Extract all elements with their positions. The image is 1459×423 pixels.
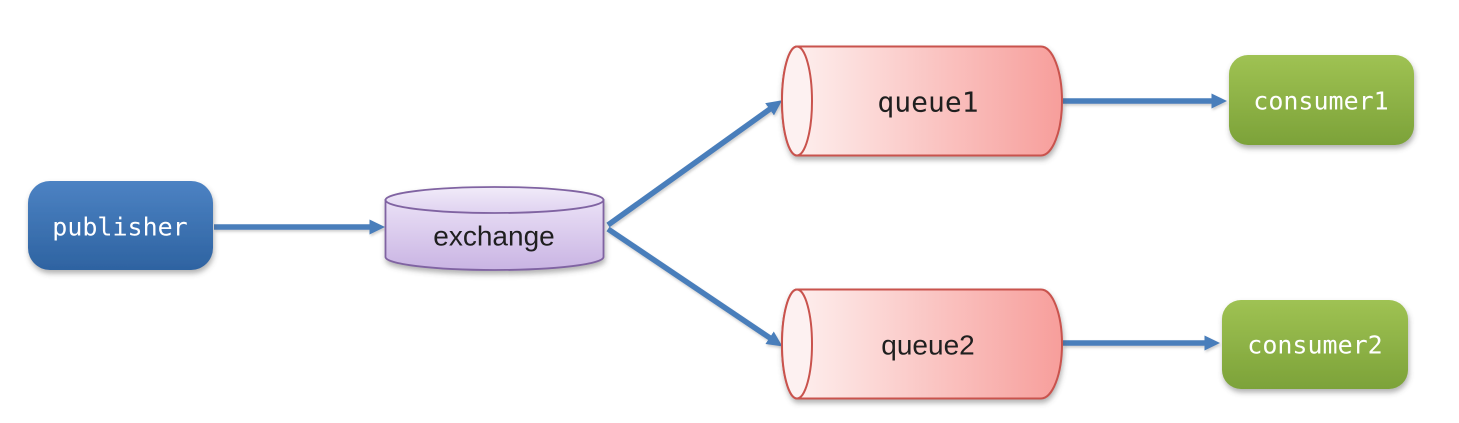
consumer2-box xyxy=(1222,300,1408,389)
edge-exchange-to-queue2 xyxy=(606,226,783,347)
consumer1-box xyxy=(1229,55,1414,145)
consumer2-label: consumer2 xyxy=(1247,331,1382,360)
publisher-label: publisher xyxy=(52,213,187,242)
node-consumer1: consumer1 xyxy=(1229,55,1414,145)
queue1-cylinder-cap xyxy=(781,45,813,157)
consumer1-label: consumer1 xyxy=(1253,87,1388,116)
publisher-box xyxy=(28,181,213,270)
exchange-label: exchange xyxy=(433,221,554,252)
node-queue1: queue1 xyxy=(781,45,1063,157)
queue2-label: queue2 xyxy=(881,330,974,361)
node-consumer2: consumer2 xyxy=(1222,300,1408,389)
node-exchange: exchange xyxy=(384,186,605,271)
node-publisher: publisher xyxy=(28,181,213,270)
queue2-cylinder-cap xyxy=(781,288,813,400)
queue1-label: queue1 xyxy=(877,86,978,119)
exchange-cylinder-body xyxy=(384,199,605,271)
edge-exchange-to-queue1 xyxy=(606,100,783,228)
exchange-cylinder-top xyxy=(384,186,605,214)
node-queue2: queue2 xyxy=(781,288,1063,400)
